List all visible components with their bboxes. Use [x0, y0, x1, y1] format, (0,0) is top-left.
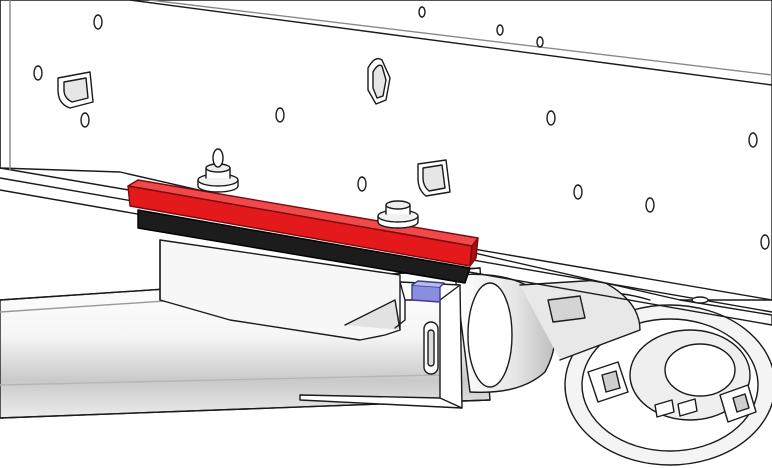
slotted-hole	[422, 164, 446, 192]
slotted-hole	[372, 64, 387, 99]
round-hole	[573, 184, 583, 200]
round-hole	[748, 132, 758, 148]
round-hole	[93, 14, 103, 30]
round-holes	[33, 6, 770, 304]
bolt-left	[197, 148, 239, 193]
red-clamp-bar	[127, 179, 479, 267]
black-spacer-strip	[137, 209, 471, 284]
round-hole	[546, 110, 556, 126]
round-hole	[536, 36, 544, 48]
round-hole	[33, 65, 43, 81]
small-block	[411, 280, 445, 303]
round-hole	[496, 24, 504, 36]
round-hole	[691, 296, 709, 304]
round-hole	[80, 112, 90, 128]
bolt-right	[377, 200, 419, 229]
round-hole	[418, 6, 426, 18]
round-hole	[275, 107, 285, 123]
slotted-holes	[57, 57, 451, 197]
frame-rail	[0, 0, 772, 326]
bracket-slot	[423, 321, 439, 375]
slotted-hole	[63, 77, 89, 103]
round-hole	[760, 234, 770, 250]
brake-drum	[559, 291, 772, 466]
round-hole	[357, 176, 367, 192]
round-hole	[645, 197, 655, 213]
